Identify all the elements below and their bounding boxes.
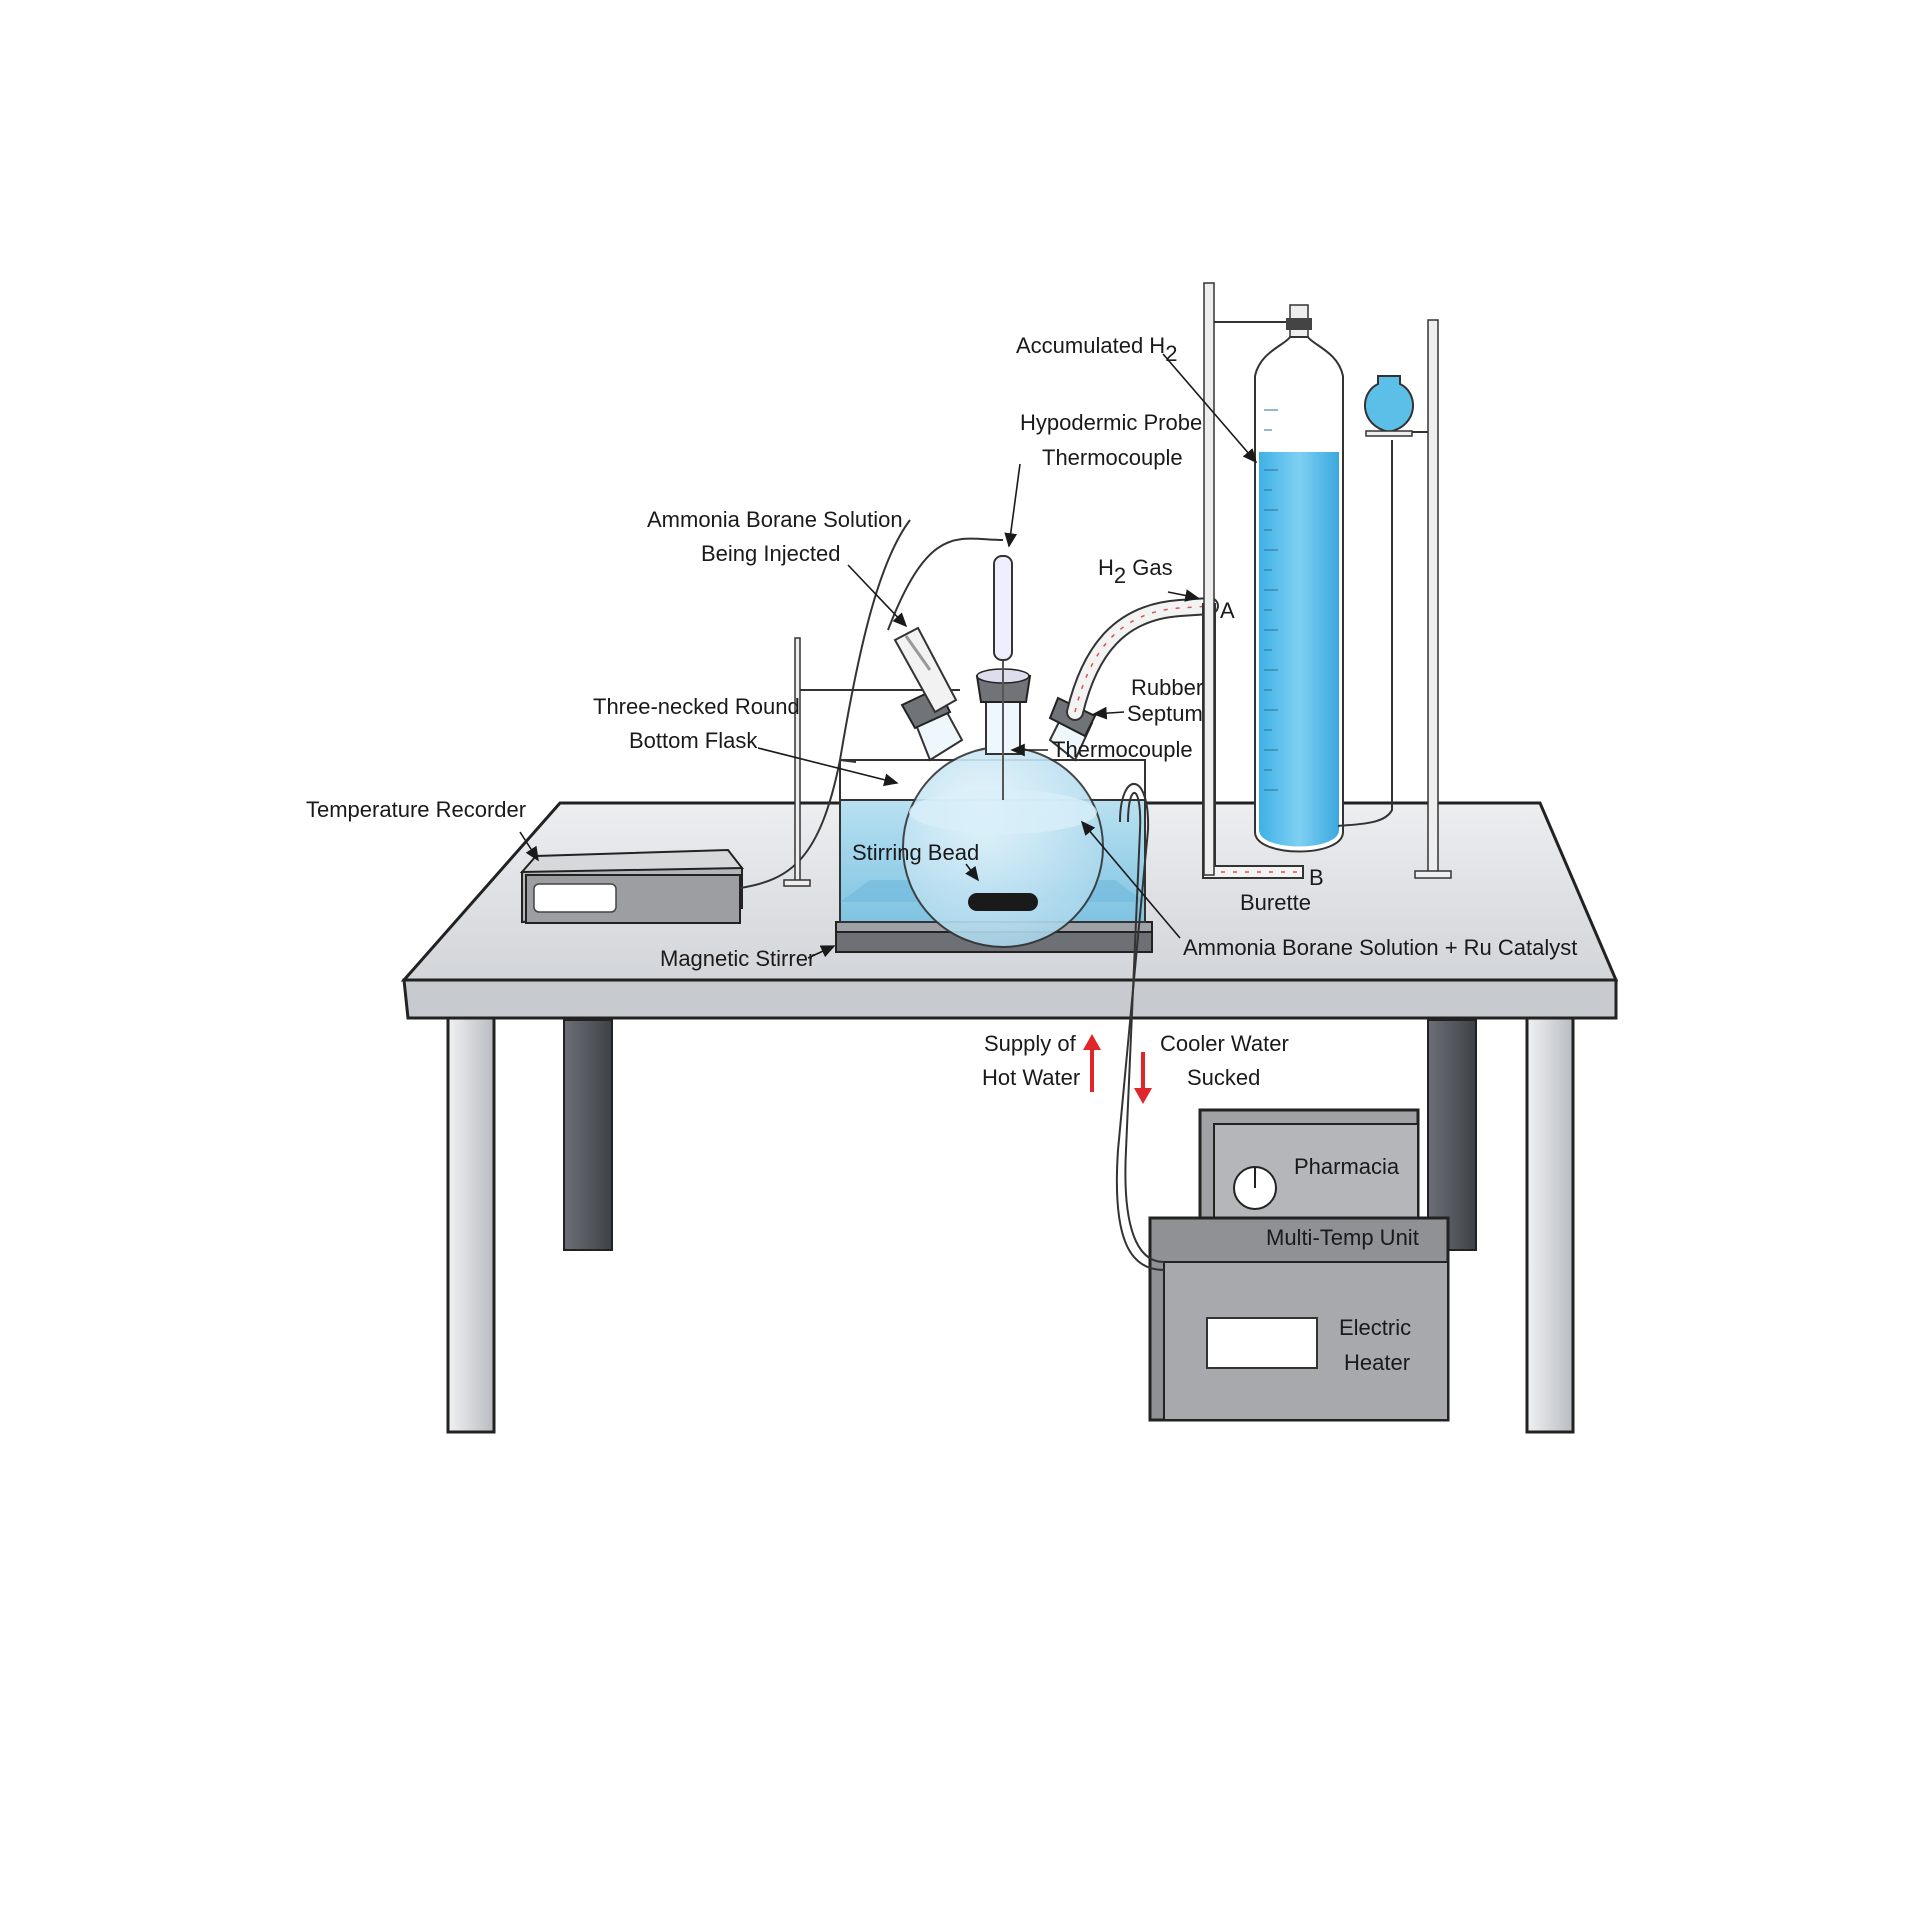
label-supply-2: Hot Water bbox=[982, 1065, 1080, 1090]
burette-water bbox=[1259, 452, 1339, 847]
electric-heater bbox=[1148, 1216, 1450, 1422]
hot-water-arrow bbox=[1083, 1034, 1101, 1092]
label-supply-1: Supply of bbox=[984, 1031, 1077, 1056]
label-point-b: B bbox=[1309, 865, 1324, 890]
leveling-bulb bbox=[1364, 375, 1414, 437]
label-cooler-2: Sucked bbox=[1187, 1065, 1260, 1090]
label-ammonia-catalyst: Ammonia Borane Solution + Ru Catalyst bbox=[1183, 935, 1577, 960]
label-ammonia-injected-1: Ammonia Borane Solution bbox=[647, 507, 903, 532]
label-rubber-septum-2: Septum bbox=[1127, 701, 1203, 726]
label-cooler-1: Cooler Water bbox=[1160, 1031, 1289, 1056]
cooler-water-arrow bbox=[1134, 1052, 1152, 1104]
label-pharmacia: Pharmacia bbox=[1294, 1154, 1400, 1179]
table-back-leg-right bbox=[1427, 1019, 1477, 1251]
table-front-leg-left bbox=[446, 1016, 496, 1434]
syringe bbox=[887, 537, 1004, 714]
label-hypodermic-probe-1: Hypodermic Probe bbox=[1020, 410, 1202, 435]
label-stirring-bead: Stirring Bead bbox=[852, 840, 979, 865]
label-rubber-septum-1: Rubber bbox=[1131, 675, 1203, 700]
label-electric: Electric bbox=[1339, 1315, 1411, 1340]
label-ammonia-injected-2: Being Injected bbox=[701, 541, 840, 566]
burette-graduations bbox=[1264, 409, 1278, 791]
label-h2-gas: H2 Gas bbox=[1098, 555, 1173, 588]
stirring-bead bbox=[968, 893, 1038, 911]
water-hoses bbox=[1115, 783, 1165, 1271]
label-multi-temp: Multi-Temp Unit bbox=[1266, 1225, 1419, 1250]
label-point-a: A bbox=[1220, 598, 1235, 623]
table-back-leg-left bbox=[563, 1019, 613, 1251]
label-thermocouple: Thermocouple bbox=[1052, 737, 1193, 762]
recorder-display bbox=[533, 883, 617, 913]
burette bbox=[1254, 304, 1393, 853]
label-burette: Burette bbox=[1240, 890, 1311, 915]
label-magnetic-stirrer: Magnetic Stirrer bbox=[660, 946, 815, 971]
label-temperature-recorder: Temperature Recorder bbox=[306, 797, 526, 822]
table-front-leg-right bbox=[1525, 1016, 1575, 1434]
label-three-necked-1: Three-necked Round bbox=[593, 694, 800, 719]
table-front-edge bbox=[402, 978, 1618, 1020]
temperature-recorder bbox=[519, 519, 911, 924]
heater-display bbox=[1206, 1317, 1318, 1369]
labels: Accumulated H2 Hypodermic Probe Thermoco… bbox=[306, 333, 1577, 1375]
label-three-necked-2: Bottom Flask bbox=[629, 728, 758, 753]
leader-lines bbox=[519, 353, 1258, 959]
label-accumulated-h2: Accumulated H2 bbox=[1016, 333, 1177, 366]
burette-stand bbox=[1203, 282, 1452, 879]
left-stand bbox=[783, 637, 960, 887]
label-hypodermic-probe-2: Thermocouple bbox=[1042, 445, 1183, 470]
label-heater: Heater bbox=[1344, 1350, 1410, 1375]
hypodermic-probe bbox=[993, 555, 1013, 661]
